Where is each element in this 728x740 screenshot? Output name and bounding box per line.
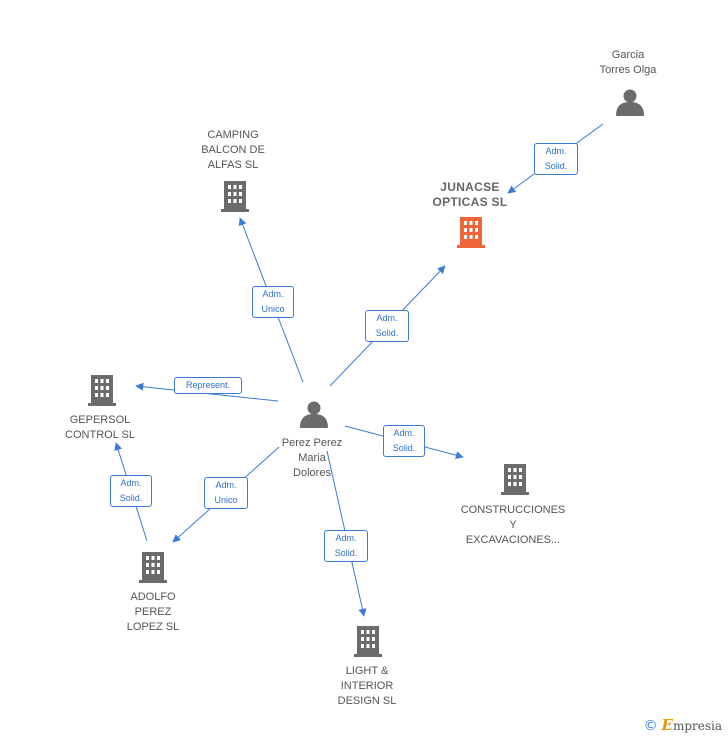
building-icon[interactable] <box>501 464 529 495</box>
relation-badge[interactable]: Represent. <box>174 377 242 394</box>
node-label-construcciones[interactable]: CONSTRUCCIONES Y EXCAVACIONES... <box>460 504 566 546</box>
center-person-label[interactable]: Perez Perez Maria Dolores <box>281 437 343 479</box>
relation-badge[interactable]: Adm. Solid. <box>383 425 425 457</box>
relation-badge[interactable]: Adm. Solid. <box>365 310 409 342</box>
building-icon[interactable] <box>354 626 382 657</box>
person-icon[interactable] <box>616 89 644 117</box>
node-label-light[interactable]: LIGHT & INTERIOR DESIGN SL <box>337 665 397 707</box>
node-label-gepersol[interactable]: GEPERSOL CONTROL SL <box>65 414 135 441</box>
relation-badge[interactable]: Adm. Solid. <box>534 143 578 175</box>
relation-badge[interactable]: Adm. Unico <box>204 477 248 509</box>
brand-logo: © Empresia <box>644 716 722 734</box>
person-icon[interactable] <box>300 401 328 429</box>
building-icon[interactable] <box>457 217 485 248</box>
node-label-garcia[interactable]: Garcia Torres Olga <box>599 49 657 76</box>
node-label-camping[interactable]: CAMPING BALCON DE ALFAS SL <box>201 129 265 171</box>
node-label-adolfo[interactable]: ADOLFO PEREZ LOPEZ SL <box>126 591 180 633</box>
building-icon[interactable] <box>221 181 249 212</box>
brand-initial: E <box>661 716 673 734</box>
relation-badge[interactable]: Adm. Unico <box>252 286 294 318</box>
node-label-junacse[interactable]: JUNACSE OPTICAS SL <box>432 180 508 209</box>
building-icon[interactable] <box>88 375 116 406</box>
relation-badge[interactable]: Adm. Solid. <box>324 530 368 562</box>
building-icon[interactable] <box>139 552 167 583</box>
relation-badge[interactable]: Adm. Solid. <box>110 475 152 507</box>
brand-name: mpresia <box>672 719 722 733</box>
copyright-icon: © <box>643 718 658 734</box>
